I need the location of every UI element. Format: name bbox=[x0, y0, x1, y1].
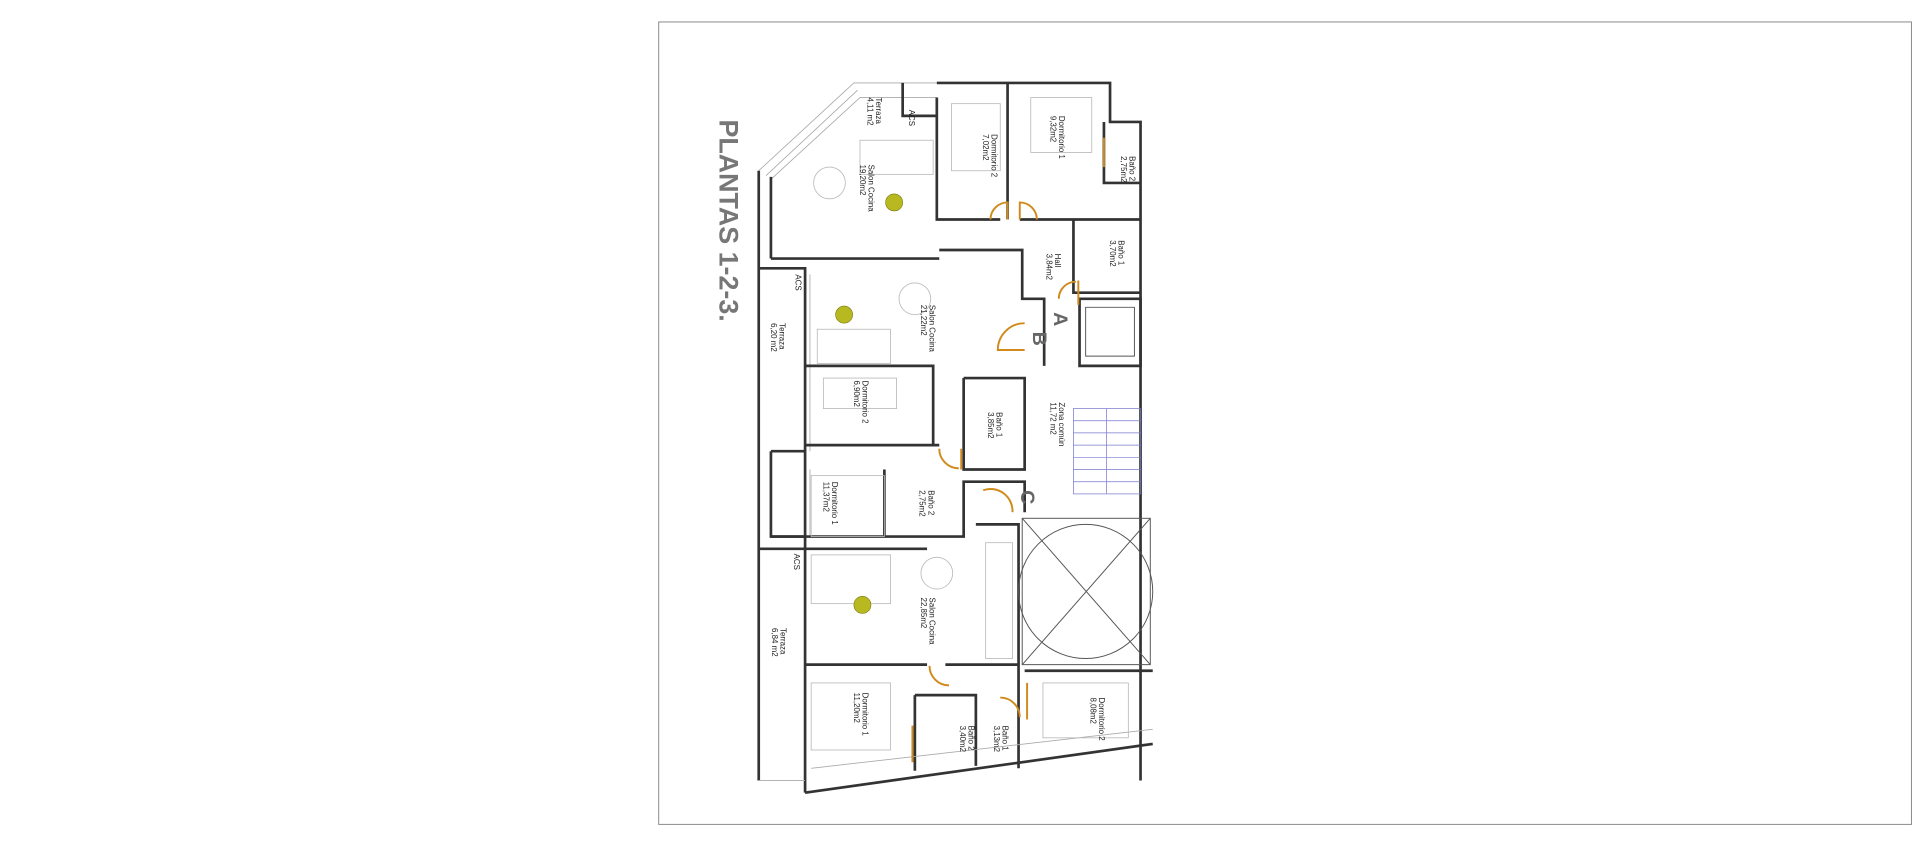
plant-icon bbox=[853, 596, 872, 614]
entrance-b: B bbox=[1028, 332, 1050, 346]
room-name: ACS bbox=[907, 110, 916, 126]
room-name: Baño 1 bbox=[995, 412, 1004, 438]
room-name: Salon Cocina bbox=[867, 165, 876, 213]
room-label-mid-bano2: Baño 22,75m2 bbox=[918, 490, 936, 516]
room-name: Hall bbox=[1053, 254, 1062, 268]
room-area: 21,22m2 bbox=[919, 305, 928, 336]
room-name: Dormitorio 1 bbox=[830, 482, 839, 526]
room-name: Dormitorio 2 bbox=[1097, 698, 1106, 741]
room-area: 3,84m2 bbox=[1045, 254, 1054, 280]
room-name: Baño 1 bbox=[1001, 726, 1010, 752]
room-label-top-hall: Hall3,84m2 bbox=[1045, 254, 1063, 280]
room-label-low-dorm1: Dormitorio 111,20m2 bbox=[852, 693, 870, 737]
room-name: Salon Cocina bbox=[928, 305, 937, 353]
room-area: 3,70m2 bbox=[1108, 240, 1117, 266]
room-area: 4,11 m2 bbox=[865, 98, 874, 126]
room-area: 9,32m2 bbox=[1048, 116, 1057, 142]
room-label-low-salon: Salon Cocina22,85m2 bbox=[919, 598, 937, 646]
room-name: ACS bbox=[792, 554, 801, 570]
entrance-c: C bbox=[1016, 490, 1038, 504]
room-label-top-bano2: Baño 22,75m2 bbox=[1119, 156, 1137, 182]
room-label-low-bano1: Baño 13,13m2 bbox=[992, 726, 1010, 752]
room-area: 19,20m2 bbox=[858, 165, 867, 196]
room-name: Dormitorio 2 bbox=[990, 134, 999, 177]
room-area: 11,72 m2 bbox=[1048, 402, 1057, 434]
room-name: Dormitorio 1 bbox=[860, 693, 869, 737]
room-label-zona-comun: Zona común11,72 m2 bbox=[1048, 402, 1066, 446]
room-name: Salon Cocina bbox=[928, 598, 937, 646]
room-name: Zona común bbox=[1057, 402, 1066, 446]
plant-icon bbox=[835, 305, 853, 324]
room-area: 6,84 m2 bbox=[770, 628, 779, 657]
walls bbox=[757, 81, 1153, 795]
sheet-frame bbox=[658, 21, 1912, 825]
room-label-top-bano1: Baño 13,70m2 bbox=[1108, 240, 1126, 266]
room-label-mid-terraza: Terraza6,20 m2 bbox=[769, 323, 787, 352]
room-name: Baño 2 bbox=[926, 490, 935, 515]
entrance-markers: A B C bbox=[1016, 312, 1071, 504]
room-area: 11,20m2 bbox=[852, 693, 861, 723]
room-label-mid-bano1: Baño 13,85m2 bbox=[986, 412, 1004, 438]
staircase bbox=[1073, 408, 1141, 495]
room-area: 3,13m2 bbox=[992, 726, 1001, 752]
room-name: Baño 2 bbox=[967, 726, 976, 751]
room-label-top-dorm2: Dormitorio 27,02m2 bbox=[981, 134, 999, 177]
room-area: 11,37m2 bbox=[821, 482, 830, 512]
room-area: 6,20 m2 bbox=[769, 323, 778, 352]
plant-icon bbox=[885, 193, 903, 212]
plan-title: PLANTAS 1-2-3. bbox=[714, 120, 744, 322]
room-label-top-salon: Salon Cocina19,20m2 bbox=[858, 165, 876, 213]
room-area: 2,75m2 bbox=[1119, 156, 1128, 182]
room-label-mid-salon: Salon Cocina21,22m2 bbox=[919, 305, 937, 353]
room-label-mid-dorm2: Dormitorio 26,90m2 bbox=[852, 380, 870, 423]
room-area: 7,02m2 bbox=[981, 134, 990, 160]
room-area: 6,90m2 bbox=[852, 380, 861, 406]
room-label-top-dorm1: Dormitorio 19,32m2 bbox=[1048, 116, 1066, 160]
room-name: Terraza bbox=[874, 98, 883, 125]
room-label-low-dorm2: Dormitorio 28,08m2 bbox=[1089, 698, 1107, 741]
room-label-low-terraza: Terraza6,84 m2 bbox=[770, 628, 788, 657]
patio-shaft bbox=[1018, 517, 1154, 665]
room-label-low-acs: ACS bbox=[792, 554, 801, 570]
room-name: Baño 1 bbox=[1117, 240, 1126, 266]
room-area: 2,75m2 bbox=[918, 490, 927, 516]
room-name: Baño 2 bbox=[1128, 156, 1137, 181]
room-name: ACS bbox=[793, 274, 802, 290]
furniture bbox=[810, 97, 1129, 751]
room-label-low-bano2: Baño 23,40m2 bbox=[958, 726, 976, 752]
plants bbox=[835, 193, 903, 614]
room-label-mid-acs: ACS bbox=[793, 274, 802, 290]
doors bbox=[911, 137, 1105, 763]
entrance-a: A bbox=[1049, 312, 1071, 326]
room-name: Dormitorio 1 bbox=[1057, 116, 1066, 160]
room-name: Terraza bbox=[779, 628, 788, 655]
room-area: 3,40m2 bbox=[958, 726, 967, 752]
room-label-mid-dorm1: Dormitorio 111,37m2 bbox=[821, 482, 839, 526]
room-name: Dormitorio 2 bbox=[860, 380, 869, 423]
room-label-top-acs: ACS bbox=[907, 110, 916, 126]
room-area: 22,85m2 bbox=[919, 598, 928, 629]
room-area: 3,85m2 bbox=[986, 412, 995, 438]
room-label-top-terraza: Terraza4,11 m2 bbox=[865, 98, 883, 126]
room-name: Terraza bbox=[777, 323, 786, 350]
room-area: 8,08m2 bbox=[1089, 698, 1098, 724]
